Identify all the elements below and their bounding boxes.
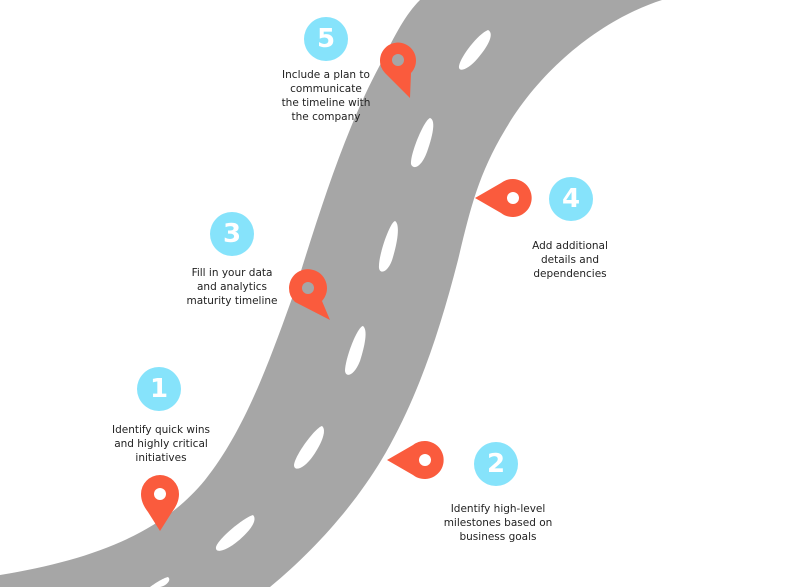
step-2-text: Identify high-level milestones based on … [443, 503, 553, 543]
step-2-badge: 2 [474, 442, 518, 486]
step-5-badge: 5 [304, 17, 348, 61]
step-1-text: Identify quick wins and highly critical … [111, 424, 211, 464]
road-surface [0, 0, 662, 587]
lane-dashes [150, 30, 491, 587]
pin-1 [141, 475, 179, 531]
pin-5 [379, 42, 416, 98]
step-1-badge: 1 [137, 367, 181, 411]
step-4-badge: 4 [549, 177, 593, 221]
pin-3 [288, 269, 330, 320]
step-3-badge: 3 [210, 212, 254, 256]
step-3-number: 3 [222, 219, 242, 249]
step-3-text: Fill in your data and analytics maturity… [186, 267, 278, 307]
step-4-text: Add additional details and dependencies [532, 240, 608, 280]
step-4-number: 4 [561, 184, 581, 214]
step-5-text: Include a plan to communicate the timeli… [281, 69, 371, 123]
pin-4 [475, 178, 532, 217]
step-2-number: 2 [486, 449, 506, 479]
step-1-number: 1 [149, 374, 169, 404]
pin-2 [387, 440, 444, 479]
step-5-number: 5 [316, 24, 336, 54]
